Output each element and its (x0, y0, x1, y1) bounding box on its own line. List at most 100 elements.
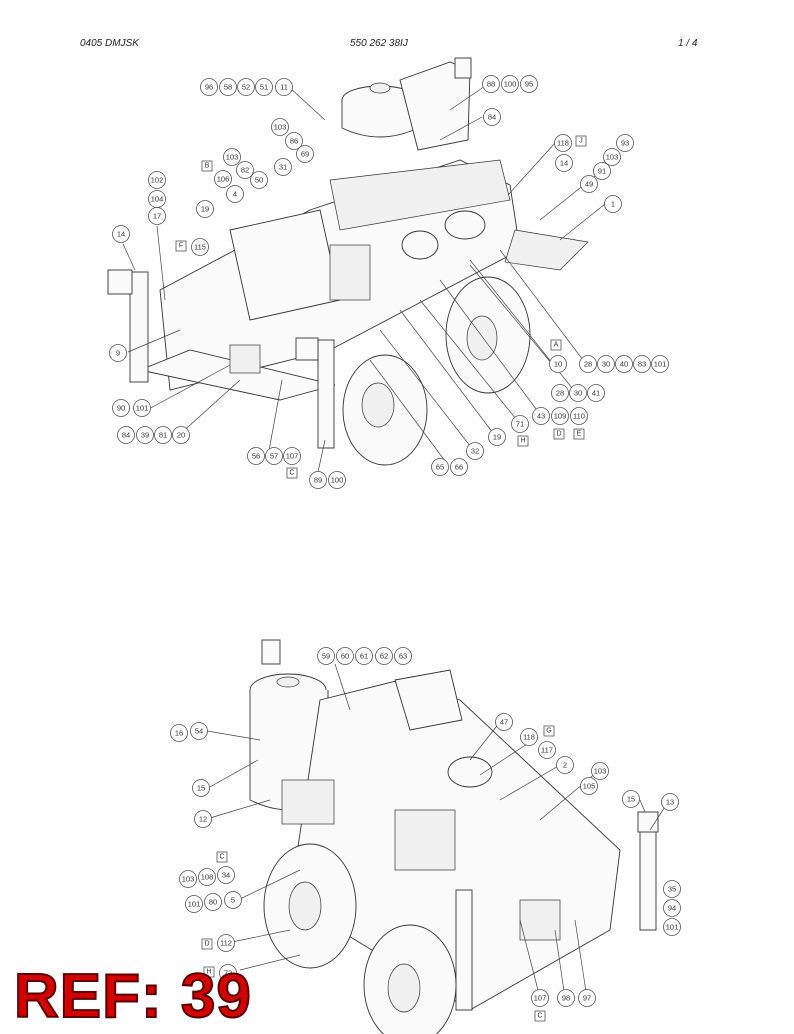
bottom-callout-number: 15 (197, 784, 205, 793)
top-callout-number: 56 (252, 452, 260, 461)
top-callout: 96 (200, 78, 218, 96)
top-section-marker: J (575, 135, 587, 147)
top-callout: 19 (488, 428, 506, 446)
bottom-callout-number: 103 (182, 875, 195, 884)
bottom-callout-number: 98 (562, 994, 570, 1003)
top-callout-number: 89 (314, 476, 322, 485)
top-callout-number: 107 (286, 452, 299, 461)
bottom-callout: 35 (663, 880, 681, 898)
top-callout: 52 (237, 78, 255, 96)
top-callout: 100 (328, 471, 346, 489)
top-callout: 90 (112, 399, 130, 417)
top-callout: 58 (219, 78, 237, 96)
bottom-callout: 94 (663, 899, 681, 917)
top-callout: 56 (247, 447, 265, 465)
top-callout: 115 (191, 238, 209, 256)
bottom-callout-number: 59 (322, 652, 330, 661)
top-callout-number: 104 (151, 195, 164, 204)
bottom-callout: 103 (179, 870, 197, 888)
bottom-callout: 97 (578, 989, 596, 1007)
top-section-letter: C (289, 470, 294, 477)
top-callout: 66 (450, 458, 468, 476)
top-callout: 100 (501, 75, 519, 93)
top-callout: 11 (275, 78, 293, 96)
top-callout: 81 (154, 426, 172, 444)
bottom-callout: 34 (217, 866, 235, 884)
top-callout-number: 109 (554, 412, 567, 421)
top-callout-number: 39 (141, 431, 149, 440)
bottom-callout-number: 15 (627, 795, 635, 804)
top-callout-number: 17 (153, 212, 161, 221)
top-section-marker: D (553, 428, 565, 440)
top-callout-number: 51 (260, 83, 268, 92)
bottom-callout-number: 60 (341, 652, 349, 661)
bottom-callout-number: 112 (220, 939, 232, 948)
top-callout-number: 19 (201, 205, 209, 214)
top-section-letter: B (205, 163, 210, 170)
top-callout: 9 (109, 344, 127, 362)
top-callout: 49 (580, 175, 598, 193)
top-callout-number: 106 (217, 175, 230, 184)
bottom-callout: 60 (336, 647, 354, 665)
top-callout: 118 (554, 134, 572, 152)
bottom-section-marker: H (203, 966, 215, 978)
top-section-letter: F (179, 243, 183, 250)
bottom-callout-number: 47 (500, 718, 508, 727)
bottom-section-letter: G (546, 728, 551, 735)
top-section-marker: C (286, 467, 298, 479)
top-section-marker: E (573, 428, 585, 440)
top-callout: 41 (587, 384, 605, 402)
top-callout-number: 103 (274, 123, 287, 132)
bottom-callout: 108 (198, 868, 216, 886)
top-callout-number: 69 (301, 150, 309, 159)
top-callout: 93 (616, 134, 634, 152)
bottom-callout: 15 (192, 779, 210, 797)
top-callout-number: 86 (290, 137, 298, 146)
top-callout-number: 31 (279, 163, 287, 172)
top-callout-number: 102 (151, 176, 164, 185)
top-callout: 103 (271, 118, 289, 136)
bottom-section-marker: D (201, 938, 213, 950)
top-callout-number: 83 (638, 360, 646, 369)
bottom-section-marker: C (534, 1010, 546, 1022)
top-callout-number: 115 (194, 243, 206, 252)
top-callout: 10 (549, 355, 567, 373)
top-callout: 57 (265, 447, 283, 465)
top-callout: 14 (555, 154, 573, 172)
bottom-callout: 2 (556, 756, 574, 774)
top-callout-number: 19 (493, 433, 501, 442)
bottom-callout: 54 (190, 722, 208, 740)
bottom-section-marker: C (216, 851, 228, 863)
top-callout-number: 58 (224, 83, 232, 92)
top-callout-number: 4 (233, 190, 237, 199)
bottom-callout-number: 117 (541, 746, 553, 755)
top-callout-number: 28 (584, 360, 592, 369)
bottom-callout-number: 108 (201, 873, 214, 882)
top-callout-number: 118 (557, 139, 569, 148)
top-callout: 65 (431, 458, 449, 476)
bottom-section-letter: D (204, 941, 209, 948)
bottom-callout: 103 (591, 762, 609, 780)
top-callout: 101 (651, 355, 669, 373)
top-callout: 17 (148, 207, 166, 225)
document-id: 0405 DMJSK (80, 38, 139, 49)
bottom-section-letter: C (537, 1013, 542, 1020)
top-callout-number: 100 (331, 476, 344, 485)
bottom-callout-number: 5 (231, 896, 235, 905)
part-number: 550 262 38IJ (350, 38, 408, 49)
bottom-callout-number: 103 (594, 767, 607, 776)
top-callout: 104 (148, 190, 166, 208)
bottom-callout-number: 101 (666, 923, 679, 932)
top-callout: 71 (511, 415, 529, 433)
top-callout: 82 (236, 161, 254, 179)
bottom-callout: 61 (355, 647, 373, 665)
top-callout: 50 (250, 171, 268, 189)
top-callout: 110 (570, 407, 588, 425)
top-section-letter: J (579, 138, 583, 145)
top-callout-number: 50 (255, 176, 263, 185)
top-callout-number: 40 (620, 360, 628, 369)
top-callout-number: 14 (560, 159, 568, 168)
top-callout: 106 (214, 170, 232, 188)
top-callout-number: 88 (487, 80, 495, 89)
